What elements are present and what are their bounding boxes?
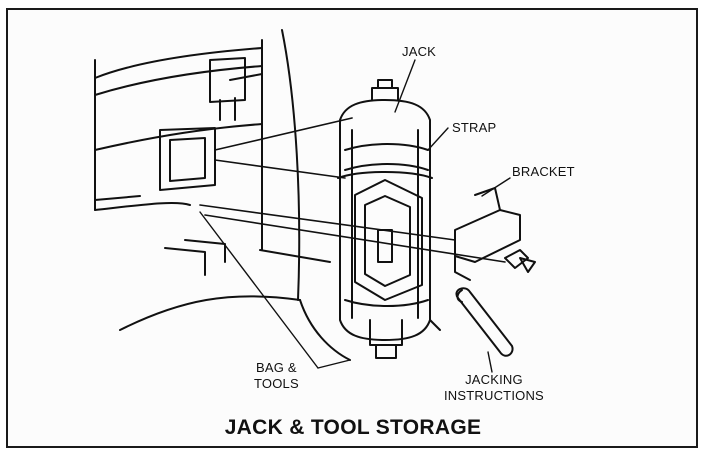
jacking-instructions-label-line2: INSTRUCTIONS (444, 388, 544, 403)
jacking-instructions-roll (455, 287, 514, 357)
bag-tools-label: BAG & TOOLS (254, 360, 299, 392)
bracket (454, 187, 521, 281)
jack-label: JACK (402, 44, 437, 59)
callout-leaders (199, 59, 511, 373)
strap-label: STRAP (452, 120, 497, 135)
strap (337, 171, 433, 179)
jack-assembly (339, 79, 441, 359)
bracket-label: BRACKET (512, 164, 575, 179)
jacking-instructions-label-line1: JACKING (465, 372, 523, 387)
vehicle-interior-panel (94, 29, 351, 361)
bag-tools-label-line1: BAG & (256, 360, 297, 375)
wing-nut (504, 249, 536, 273)
figure-caption: JACK & TOOL STORAGE (224, 416, 482, 439)
assembly-guide-lines (199, 117, 506, 263)
jacking-instructions-label: JACKING INSTRUCTIONS (444, 372, 544, 404)
bag-tools-label-line2: TOOLS (254, 376, 299, 391)
